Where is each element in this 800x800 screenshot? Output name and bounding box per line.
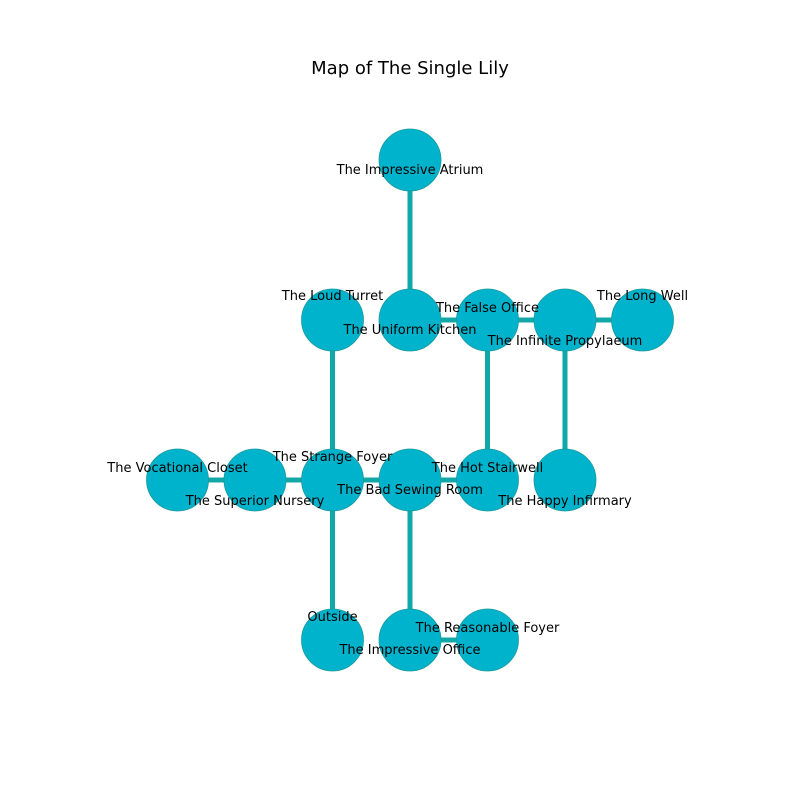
room-node-false-office bbox=[456, 288, 519, 352]
room-node-uniform-kitchen bbox=[378, 288, 442, 352]
room-label-impressive-office: The Impressive Office bbox=[338, 643, 480, 658]
room-node-long-well bbox=[611, 288, 674, 352]
room-label-reasonable-foyer: The Reasonable Foyer bbox=[415, 621, 560, 636]
room-node-vocational-closet bbox=[146, 448, 209, 512]
room-node-outside bbox=[301, 608, 364, 672]
room-node-happy-infirmary bbox=[533, 448, 597, 512]
room-node-infinite-propylaeum bbox=[533, 288, 597, 352]
room-node-bad-sewing-room bbox=[378, 448, 442, 512]
room-node-impressive-atrium bbox=[378, 128, 442, 192]
rooms-layer bbox=[146, 128, 674, 672]
room-node-superior-nursery bbox=[223, 448, 287, 512]
room-label-outside: Outside bbox=[307, 610, 357, 625]
room-label-uniform-kitchen: The Uniform Kitchen bbox=[343, 323, 477, 338]
room-label-infinite-propylaeum: The Infinite Propylaeum bbox=[487, 334, 643, 349]
room-label-superior-nursery: The Superior Nursery bbox=[185, 494, 325, 509]
room-label-long-well: The Long Well bbox=[596, 289, 688, 304]
map-title: Map of The Single Lily bbox=[311, 58, 509, 79]
room-label-impressive-atrium: The Impressive Atrium bbox=[336, 163, 484, 178]
room-label-false-office: The False Office bbox=[435, 301, 539, 316]
room-label-strange-foyer: The Strange Foyer bbox=[272, 450, 393, 465]
room-label-vocational-closet: The Vocational Closet bbox=[106, 461, 247, 476]
room-node-strange-foyer bbox=[301, 448, 364, 512]
room-label-bad-sewing-room: The Bad Sewing Room bbox=[336, 483, 483, 498]
room-label-hot-stairwell: The Hot Stairwell bbox=[431, 461, 543, 476]
room-node-hot-stairwell bbox=[456, 448, 519, 512]
room-label-loud-turret: The Loud Turret bbox=[281, 289, 383, 304]
room-node-reasonable-foyer bbox=[456, 608, 519, 672]
connections-layer bbox=[177, 160, 643, 643]
room-node-loud-turret bbox=[301, 288, 364, 352]
room-node-impressive-office bbox=[378, 608, 442, 672]
room-label-happy-infirmary: The Happy Infirmary bbox=[497, 494, 632, 509]
